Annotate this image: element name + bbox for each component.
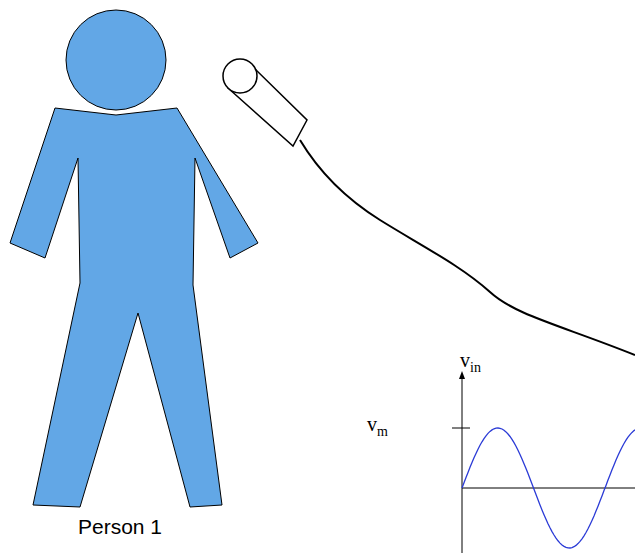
signal-name: v [460, 350, 470, 370]
vertical-axis [462, 376, 463, 553]
amplitude-tick [452, 428, 470, 429]
microphone-cable [300, 140, 635, 355]
amplitude-subscript: m [377, 425, 388, 439]
microphone-head [223, 59, 257, 93]
person-body [10, 108, 258, 507]
amplitude-label: v [367, 414, 377, 434]
sine-wave [462, 428, 635, 548]
horizontal-axis [462, 488, 635, 489]
signal-subscript: in [470, 361, 481, 375]
person-name: Person 1 [78, 516, 162, 537]
axis-arrowhead [459, 371, 465, 379]
person-head [66, 10, 166, 110]
